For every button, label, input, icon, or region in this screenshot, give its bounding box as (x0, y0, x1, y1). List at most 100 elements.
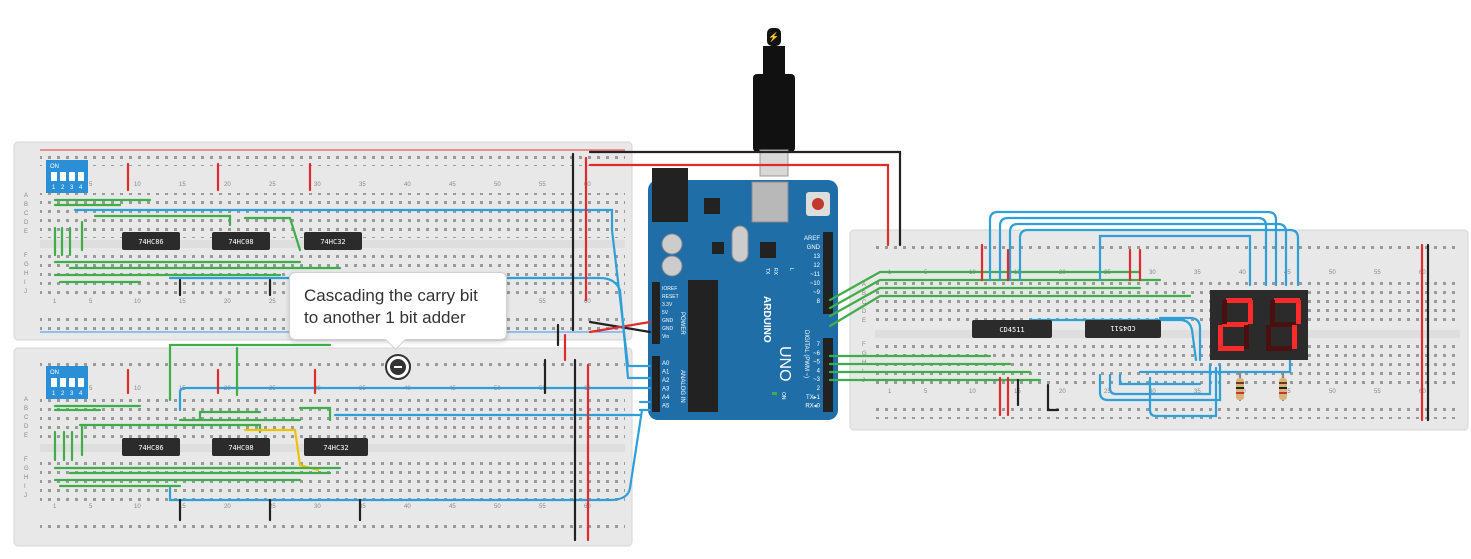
row-letter: A (24, 397, 28, 403)
row-letter: E (862, 318, 866, 324)
seven-segment-display-units[interactable] (1258, 290, 1308, 360)
on-led-label: ON (780, 392, 786, 400)
power-label: POWER (679, 312, 685, 335)
column-number: 35 (359, 504, 366, 510)
segment-c (1244, 325, 1249, 349)
chip-cd4511-left[interactable]: CD4511 (972, 320, 1052, 338)
row-letter: E (24, 229, 28, 235)
digital-pin-label: 12 (813, 263, 820, 269)
annotation-line-2: to another 1 bit adder (304, 308, 466, 327)
column-number: 20 (224, 182, 231, 188)
power-pin-label: 5V (662, 310, 669, 316)
column-number: 10 (134, 386, 141, 392)
dip-pos-2: 2 (61, 391, 65, 397)
chip-74hc08-top[interactable]: 74HC08 (212, 232, 270, 250)
seven-segment-display-tens[interactable] (1210, 290, 1260, 360)
resistor-left[interactable] (1236, 378, 1244, 400)
reset-button[interactable] (812, 198, 824, 210)
power-pin-label: GND (662, 318, 674, 324)
row-letter: G (24, 466, 29, 472)
row-letter: C (24, 211, 29, 217)
segment-b (1296, 300, 1301, 324)
row-letter: G (862, 351, 867, 357)
row-letter: B (862, 291, 866, 297)
digital-pin-label: ~3 (813, 377, 821, 383)
digital-pin-label: 4 (817, 368, 821, 374)
dip-pos-4: 4 (79, 391, 83, 397)
row-letter: J (24, 493, 27, 499)
power-pin-label: GND (662, 326, 674, 332)
chip-label: 74HC86 (138, 444, 163, 452)
dip-pos-1: 1 (52, 185, 56, 191)
column-number: 5 (89, 299, 93, 305)
chip-74hc86-bottom[interactable]: 74HC86 (122, 438, 180, 456)
chip-label: CD4511 (1110, 324, 1135, 332)
segment-e (1218, 325, 1223, 349)
column-number: 55 (539, 299, 546, 305)
row-letter: D (862, 309, 867, 315)
analog-label: ANALOG IN (679, 370, 685, 403)
wires-bottom-board[interactable] (53, 333, 644, 542)
wires-arduino[interactable] (588, 150, 1192, 412)
column-number: 55 (539, 182, 546, 188)
segment-f (1270, 300, 1275, 324)
column-number: 35 (1194, 389, 1201, 395)
chip-cd4511-right[interactable]: CD4511 (1085, 320, 1161, 338)
digital-pin-label: AREF (804, 236, 820, 242)
usb-cable[interactable]: ⚡ (753, 28, 795, 177)
column-number: 45 (449, 504, 456, 510)
column-number: 15 (179, 504, 186, 510)
column-number: 30 (314, 182, 321, 188)
digital-pin-label: ~5 (813, 360, 821, 366)
column-number: 60 (584, 299, 591, 305)
row-letter: D (24, 220, 29, 226)
digital-pin-label: 13 (813, 254, 820, 260)
column-number: 30 (314, 504, 321, 510)
chip-label: 74HC08 (228, 444, 253, 452)
dip-pos-4: 4 (79, 185, 83, 191)
digital-pin-label: ~10 (810, 281, 821, 287)
analog-pin-label: A4 (662, 395, 670, 401)
segment-a (1274, 298, 1300, 303)
chip-74hc32-bottom[interactable]: 74HC32 (304, 438, 368, 456)
arduino-model: UNO (776, 346, 793, 382)
annotation-line-1: Cascading the carry bit (304, 286, 478, 305)
arduino-brand: ARDUINO (761, 296, 772, 343)
digital-pin-label: 2 (817, 386, 821, 392)
chip-74hc86-top[interactable]: 74HC86 (122, 232, 180, 250)
row-letter: A (24, 193, 28, 199)
dip-pos-2: 2 (61, 185, 65, 191)
dip-switch-top[interactable]: ON 1 2 3 4 (46, 160, 88, 193)
row-letter: F (24, 253, 28, 259)
column-number: 45 (1284, 389, 1291, 395)
column-number: 30 (1149, 270, 1156, 276)
column-number: 50 (1329, 270, 1336, 276)
chip-74hc08-bottom[interactable]: 74HC08 (212, 438, 270, 456)
column-number: 50 (1329, 389, 1336, 395)
analog-pin-label: A2 (662, 378, 670, 384)
column-number: 50 (494, 504, 501, 510)
chip-74hc32-top[interactable]: 74HC32 (304, 232, 362, 250)
dip-switch-bottom[interactable]: ON 1 2 3 4 (46, 366, 88, 399)
dip-pos-3: 3 (70, 185, 74, 191)
column-number: 15 (179, 182, 186, 188)
row-letter: A (862, 282, 866, 288)
wires-right-board[interactable] (980, 210, 1430, 422)
collapse-annotation-button[interactable] (385, 354, 411, 380)
row-letter: D (24, 424, 29, 430)
dip-pos-3: 3 (70, 391, 74, 397)
segment-g (1222, 322, 1248, 327)
column-number: 45 (1284, 270, 1291, 276)
chip-label: 74HC08 (228, 238, 253, 246)
digital-pin-label: GND (807, 245, 821, 251)
dip-on-label: ON (50, 370, 59, 376)
column-number: 55 (539, 504, 546, 510)
chip-label: 74HC32 (323, 444, 348, 452)
column-number: 40 (1239, 270, 1246, 276)
resistor-right[interactable] (1279, 378, 1287, 400)
segment-g (1270, 322, 1296, 327)
column-number: 5 (89, 504, 93, 510)
row-letter: F (24, 457, 28, 463)
